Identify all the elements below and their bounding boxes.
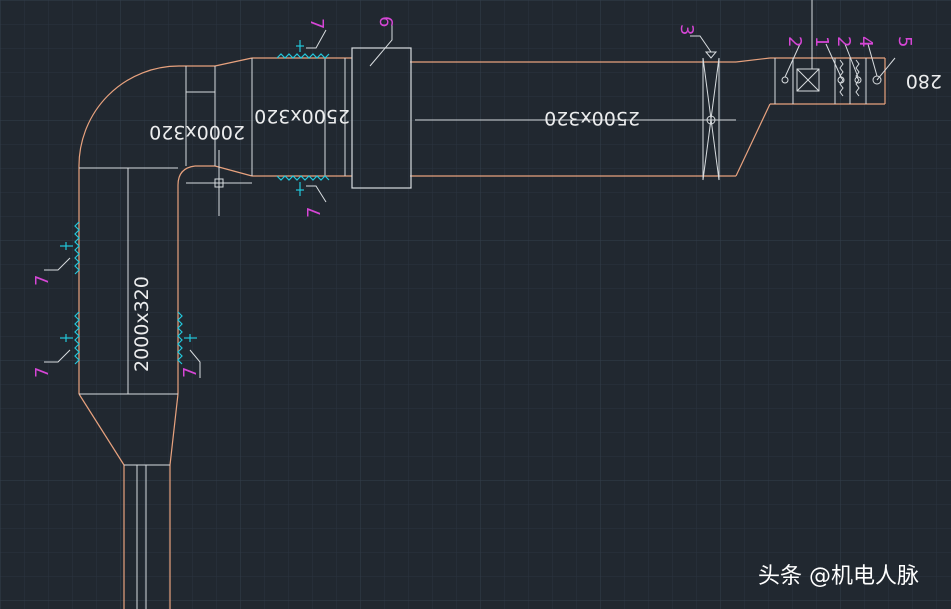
main-duct-size: 2500x320 (544, 107, 640, 129)
end-equipment[interactable] (781, 59, 882, 97)
callout-end-3: 2 (833, 36, 854, 47)
duct-outline (78, 57, 886, 609)
callout-side-lower-left: 7 (32, 367, 53, 378)
section-lines (79, 57, 867, 609)
leader-lines (44, 0, 896, 378)
callout-flexible-top: 7 (306, 18, 327, 29)
callout-fire-damper: 3 (676, 24, 697, 35)
watermark: 头条 @机电人脉 (758, 564, 919, 589)
upper-duct-size: 2500x320 (254, 105, 350, 127)
end-duct-size: 280 (906, 70, 942, 92)
fan-box[interactable] (351, 47, 412, 189)
elbow-duct-size: 2000x320 (149, 121, 245, 143)
callout-end-2: 1 (811, 36, 832, 47)
callout-end-5: 5 (894, 36, 915, 47)
callout-end-1: 2 (784, 36, 805, 47)
callout-flexible-bottom: 7 (304, 207, 325, 218)
callout-side-lower-right: 7 (180, 367, 201, 378)
callout-device-box: 6 (375, 16, 396, 27)
flexible-connectors (60, 40, 330, 365)
callout-end-4: 4 (855, 36, 876, 47)
callout-side-upper: 7 (32, 275, 53, 286)
crosshair-pick-icon (186, 150, 252, 216)
vertical-duct-size: 2000x320 (131, 276, 153, 372)
